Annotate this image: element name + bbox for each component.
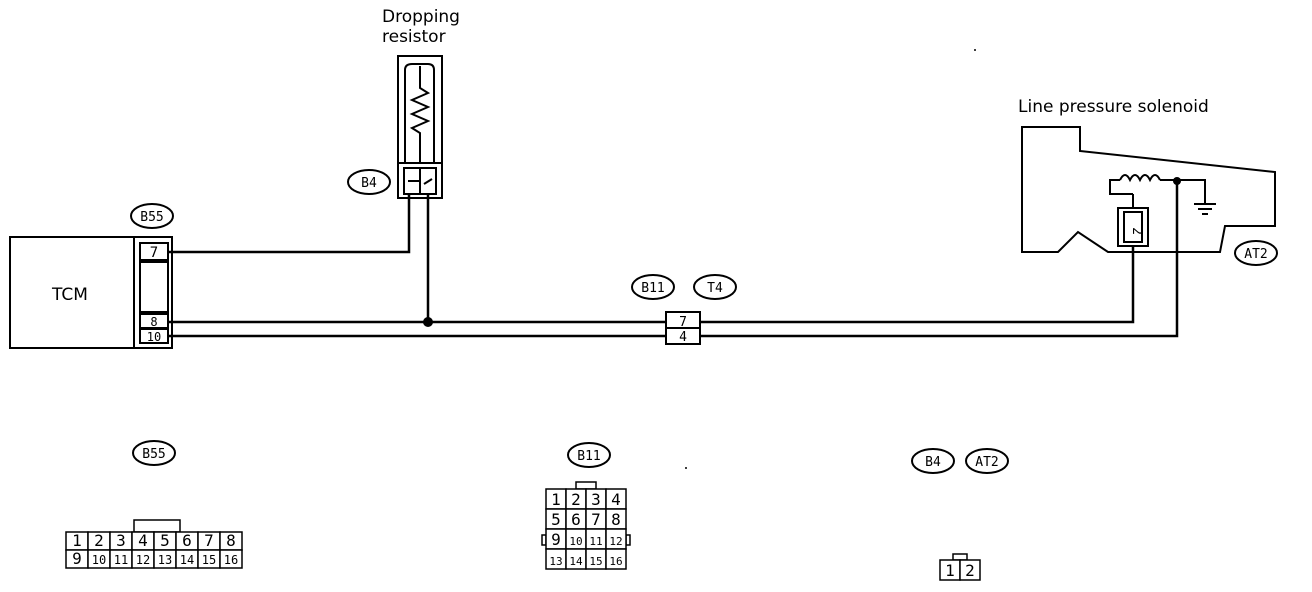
pin-label: 12 — [136, 553, 150, 567]
svg-text:B55: B55 — [140, 210, 163, 225]
legend-tag-b4: B4 — [911, 448, 955, 474]
pin-label: 9 — [551, 530, 561, 549]
pin-label: 10 — [92, 553, 106, 567]
dropping-resistor — [397, 55, 443, 199]
pin-label: 9 — [72, 549, 82, 568]
svg-text:B4: B4 — [361, 176, 377, 191]
legend-tag-at2: AT2 — [965, 448, 1009, 474]
pin-label: 2 — [571, 490, 581, 509]
connector-tag-b11: B11 — [631, 274, 675, 300]
pin-label: 6 — [571, 510, 581, 529]
pin-label: 3 — [591, 490, 601, 509]
line-pressure-solenoid-label: Line pressure solenoid — [1018, 97, 1209, 117]
pin-label: 8 — [226, 531, 236, 550]
svg-text:B55: B55 — [142, 447, 165, 462]
pin-label: 6 — [182, 531, 192, 550]
pin-label: 13 — [549, 555, 562, 568]
transmission-housing: 2 — [1021, 126, 1276, 253]
svg-text:B11: B11 — [577, 449, 600, 464]
inline-connector-b11-t4: 7 4 — [665, 311, 701, 345]
pin-label: 2 — [94, 531, 104, 550]
pin-label: 14 — [180, 553, 194, 567]
pin-label: 2 — [965, 561, 975, 580]
pin-label: 1 — [945, 561, 955, 580]
pin-b11-7: 7 — [679, 315, 687, 330]
tcm-module: TCM — [9, 236, 135, 349]
pin-label: 10 — [569, 535, 582, 548]
pin-label: 7 — [591, 510, 601, 529]
pin-label: 5 — [551, 510, 561, 529]
pin-label: 13 — [158, 553, 172, 567]
connector-tag-b55: B55 — [130, 203, 174, 229]
svg-text:T4: T4 — [707, 281, 723, 296]
dropping-resistor-label-line2: resistor — [382, 27, 446, 47]
pin-b55-10: 10 — [147, 330, 161, 344]
connector-tag-b4: B4 — [347, 169, 391, 195]
pin-label: 7 — [204, 531, 214, 550]
pin-label: 3 — [116, 531, 126, 550]
pin-at2-2: 2 — [1129, 227, 1144, 235]
connector-tag-at2: AT2 — [1234, 240, 1278, 266]
dropping-resistor-label-line1: Dropping — [382, 7, 460, 27]
svg-text:B4: B4 — [925, 455, 941, 470]
pin-b55-8: 8 — [150, 315, 157, 329]
pin-b55-7: 7 — [150, 245, 158, 261]
pin-label: 1 — [551, 490, 561, 509]
connector-tag-t4: T4 — [693, 274, 737, 300]
pin-label: 4 — [611, 490, 621, 509]
pin-label: 16 — [224, 553, 238, 567]
pin-label: 11 — [589, 535, 602, 548]
svg-text:AT2: AT2 — [1244, 247, 1267, 262]
pin-label: 4 — [138, 531, 148, 550]
legend-tag-b55: B55 — [132, 440, 176, 466]
pin-label: 12 — [609, 535, 622, 548]
pin-label: 16 — [609, 555, 622, 568]
pin-label: 8 — [611, 510, 621, 529]
pin-label: 5 — [160, 531, 170, 550]
tcm-label: TCM — [51, 285, 88, 305]
pin-t4-4: 4 — [679, 330, 687, 345]
pin-label: 14 — [569, 555, 583, 568]
pin-label: 11 — [114, 553, 128, 567]
pin-label: 15 — [202, 553, 216, 567]
pin-label: 15 — [589, 555, 602, 568]
tcm-connector-b55: 7 8 10 — [133, 236, 173, 349]
legend-tag-b11: B11 — [567, 442, 611, 468]
wires — [168, 182, 1179, 338]
svg-text:AT2: AT2 — [975, 455, 998, 470]
pin-label: 1 — [72, 531, 82, 550]
svg-text:B11: B11 — [641, 281, 664, 296]
